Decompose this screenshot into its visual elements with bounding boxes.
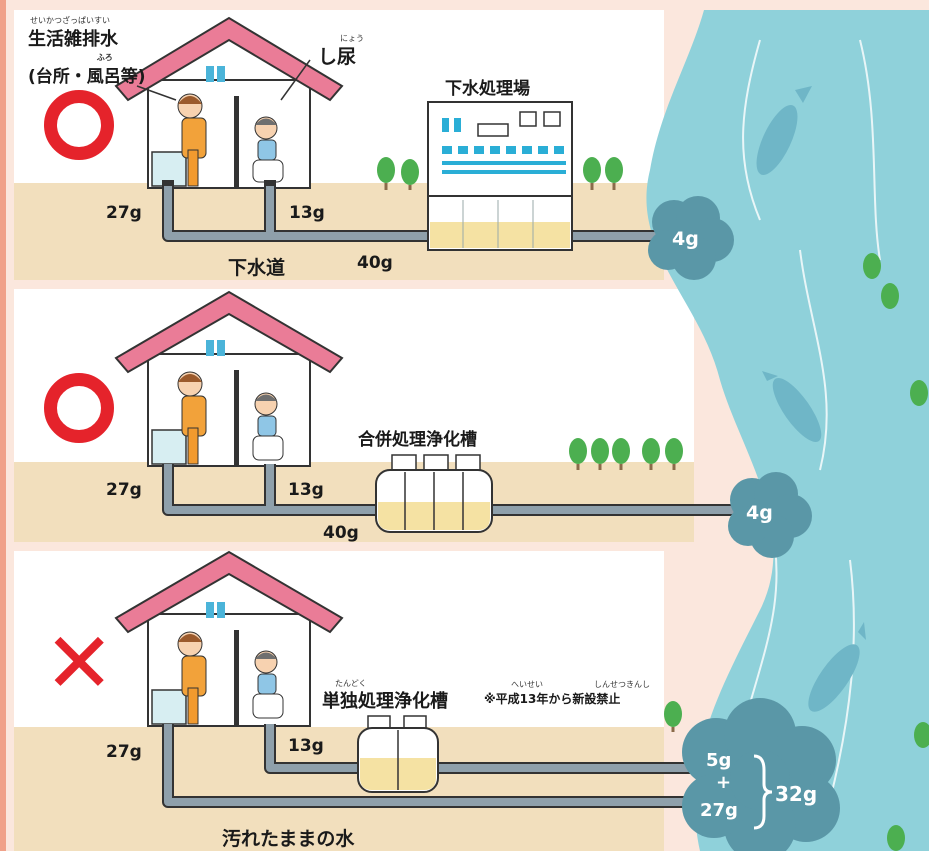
greywater-sub-suffix: 等) xyxy=(120,67,146,87)
woman-icon xyxy=(177,93,207,187)
note-label: ※平成13年から新設禁止 xyxy=(484,692,621,706)
note-ruby-b: しんせつきんし xyxy=(594,680,650,689)
facility-ruby: たんどく xyxy=(335,679,367,688)
bath-label: 風呂 xyxy=(86,67,121,87)
greywater-sub-prefix: (台所・ xyxy=(28,67,87,87)
greywater-sub-bath: ふろ風呂 xyxy=(86,53,121,87)
house xyxy=(114,290,344,467)
combined-septic-tank xyxy=(375,454,493,533)
output-amount: 4g xyxy=(746,502,773,524)
cross-ng-icon: ✕ xyxy=(44,614,115,712)
urine-label: し尿 xyxy=(318,46,357,68)
boy-icon xyxy=(252,116,284,183)
note-ruby-a: へいせい xyxy=(511,680,543,689)
facility-label: 単独処理浄化槽 xyxy=(322,691,448,712)
pipe-label: 下水道 xyxy=(228,257,286,279)
urine-ruby: にょう xyxy=(340,34,364,43)
facility-label: 下水処理場 xyxy=(445,79,530,99)
circle-ok-icon xyxy=(44,90,114,160)
combined-amount: 40g xyxy=(357,253,393,273)
greywater-sub-label: (台所・ふろ風呂等) xyxy=(28,53,146,87)
fish-icon xyxy=(808,622,866,712)
effluent-cloud xyxy=(728,472,812,558)
tree-icon xyxy=(377,157,929,851)
output-amount: 4g xyxy=(672,228,699,250)
effluent-cloud xyxy=(648,196,734,280)
greywater-ruby: せいかつざっぱいすい xyxy=(30,16,110,25)
woman-icon xyxy=(177,371,207,465)
drain-pipe xyxy=(164,464,738,514)
output-treated: 5g xyxy=(706,750,732,771)
urine-amount: 13g xyxy=(288,480,324,500)
facility-label: 合併処理浄化槽 xyxy=(358,430,477,450)
combined-amount: 40g xyxy=(323,523,359,543)
urine-amount: 13g xyxy=(289,203,325,223)
effluent-cloud xyxy=(682,698,840,851)
bath-ruby: ふろ xyxy=(96,53,113,62)
output-raw: 27g xyxy=(700,800,738,821)
greywater-amount: 27g xyxy=(106,742,142,762)
greywater-amount: 27g xyxy=(106,480,142,500)
fish-icon xyxy=(762,371,822,443)
house xyxy=(114,16,344,189)
circle-ok-icon xyxy=(44,373,114,443)
greywater-amount: 27g xyxy=(106,203,142,223)
drain-pipe xyxy=(164,724,695,806)
fish-icon xyxy=(756,86,812,175)
urine-amount: 13g xyxy=(288,736,324,756)
woman-icon xyxy=(177,631,207,725)
output-plus: + xyxy=(716,772,732,793)
pipe-label: 汚れたままの水 xyxy=(222,828,355,850)
brace xyxy=(753,754,773,830)
boy-icon xyxy=(252,392,284,461)
output-total: 32g xyxy=(775,782,818,806)
boy-icon xyxy=(252,650,284,719)
greywater-label: 生活雑排水 xyxy=(28,29,118,50)
single-septic-tank xyxy=(357,715,439,793)
sewage-plant xyxy=(427,101,573,251)
